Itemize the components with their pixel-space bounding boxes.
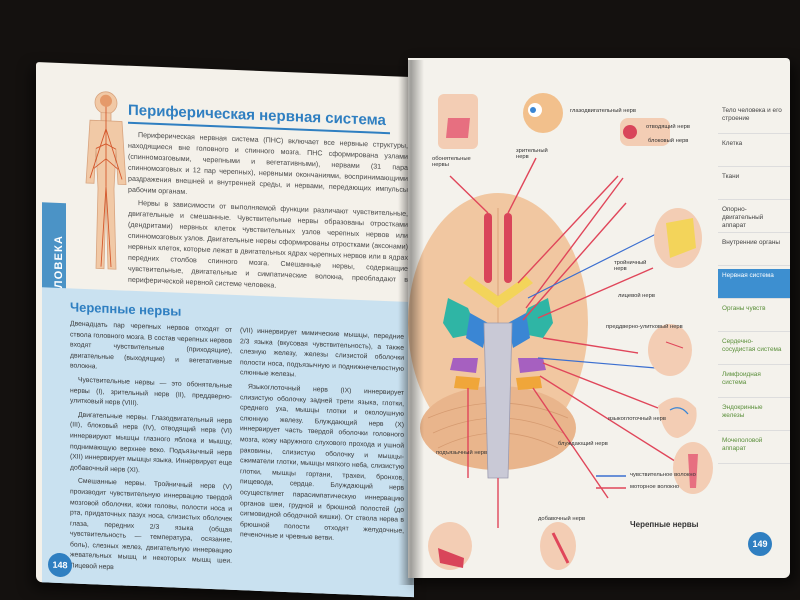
label-trigeminal: тройничный нерв [614, 260, 647, 272]
paragraph: Чувствительные нервы — это обонятельные … [70, 376, 232, 408]
paragraph: Двенадцать пар черепных нервов отходят о… [70, 320, 232, 371]
label-facial: лицевой нерв [618, 293, 655, 299]
optic-chiasm [463, 276, 533, 308]
text-column-1: Двенадцать пар черепных нервов отходят о… [70, 319, 232, 578]
sensory-lines [527, 232, 659, 369]
tab-cardiovascular[interactable]: Сердечно-сосудистая система [718, 335, 790, 365]
legend-motor: моторное волокно [630, 484, 680, 490]
paragraph: Двигательные нервы. Глазодвигательный не… [70, 411, 232, 474]
paragraph: (VII) иннервирует мимические мышцы, пере… [240, 327, 404, 379]
tab-endocrine[interactable]: Эндокринные железы [718, 401, 790, 431]
throat-illustration [673, 442, 713, 494]
tab-sense-organs[interactable]: Органы чувств [718, 302, 790, 332]
cranial-nerves-diagram [408, 93, 713, 570]
tab-internal-organs[interactable]: Внутренние органы [718, 236, 790, 266]
vagus-root [454, 376, 480, 390]
eye-illustration [523, 93, 563, 133]
tab-urogenital[interactable]: Мочеполовой аппарат [718, 434, 790, 464]
label-oculomotor: глазодвигательный нерв [570, 108, 636, 114]
intro-paragraph-2: Нервы в зависимости от выполняемой функц… [128, 199, 408, 290]
facial-root [518, 358, 546, 373]
nerve-lines [449, 157, 679, 528]
body-nervous-system-illustration [85, 91, 127, 270]
brainstem [483, 322, 513, 479]
brain-icon [100, 94, 112, 107]
label-vestibulocochlear: преддверно-улитковый нерв [606, 324, 683, 330]
tab-lymphoid[interactable]: Лимфоидная система [718, 368, 790, 398]
page-number-left: 148 [48, 552, 72, 578]
label-hypoglossal: подъязычный нерв [436, 450, 488, 456]
chapter-tabs: Тело человека и его строение Клетка Ткан… [718, 104, 790, 467]
face-trigeminal-illustration [654, 208, 702, 268]
label-trochlear: блоковый нерв [648, 138, 689, 144]
paragraph: Языкоглоточный нерв (IX) иннервирует сли… [240, 383, 404, 543]
left-page: ПОПУЛЯРНЫЙ АТЛАС АНАТОМИИ ЧЕЛОВЕКА Периф… [36, 62, 414, 598]
olfactory-bulb [484, 213, 492, 283]
tab-cell[interactable]: Клетка [718, 137, 790, 167]
vagus-root [516, 376, 542, 390]
eye-muscles-illustration [620, 118, 670, 146]
right-page: обонятельные нервы зрительный нерв глазо… [408, 58, 790, 578]
intro-paragraph-1: Периферическая нервная система (ПНС) вкл… [128, 131, 408, 197]
label-accessory: добавочный нерв [538, 516, 586, 522]
label-optic: зрительный нерв [516, 148, 548, 160]
oculomotor-root [508, 313, 530, 348]
paragraph: Смешанные нервы. Тройничный нерв (V) про… [70, 477, 232, 572]
figure-caption: Черепные нервы [630, 520, 699, 529]
nose-illustration [438, 94, 478, 149]
tab-body-structure[interactable]: Тело человека и его строение [718, 104, 790, 134]
legend-sensory: чувствительное волокно [630, 472, 696, 478]
neck-accessory-illustration [540, 522, 576, 570]
label-abducens: отводящий нерв [646, 124, 690, 130]
page-number-right: 149 [748, 532, 772, 556]
olfactory-bulb [504, 213, 512, 283]
intro-text: Периферическая нервная система (ПНС) вкл… [128, 130, 408, 297]
book-gutter [398, 60, 424, 585]
oculomotor-root [466, 313, 488, 348]
head-hypoglossal-illustration [428, 522, 472, 570]
tab-musculoskeletal[interactable]: Опорно-двигательный аппарат [718, 203, 790, 233]
label-vagus: блуждающий нерв [558, 441, 608, 447]
tab-tissues[interactable]: Ткани [718, 170, 790, 200]
tab-nervous-system[interactable]: Нервная система [718, 269, 790, 299]
face-facial-illustration [648, 324, 692, 376]
label-glossopharyngeal: языкоглоточный нерв [608, 416, 666, 422]
label-olfactory: обонятельные нервы [432, 156, 471, 168]
text-column-2: (VII) иннервирует мимические мышцы, пере… [240, 326, 404, 547]
ear-illustration [658, 397, 697, 438]
facial-root [450, 358, 478, 373]
